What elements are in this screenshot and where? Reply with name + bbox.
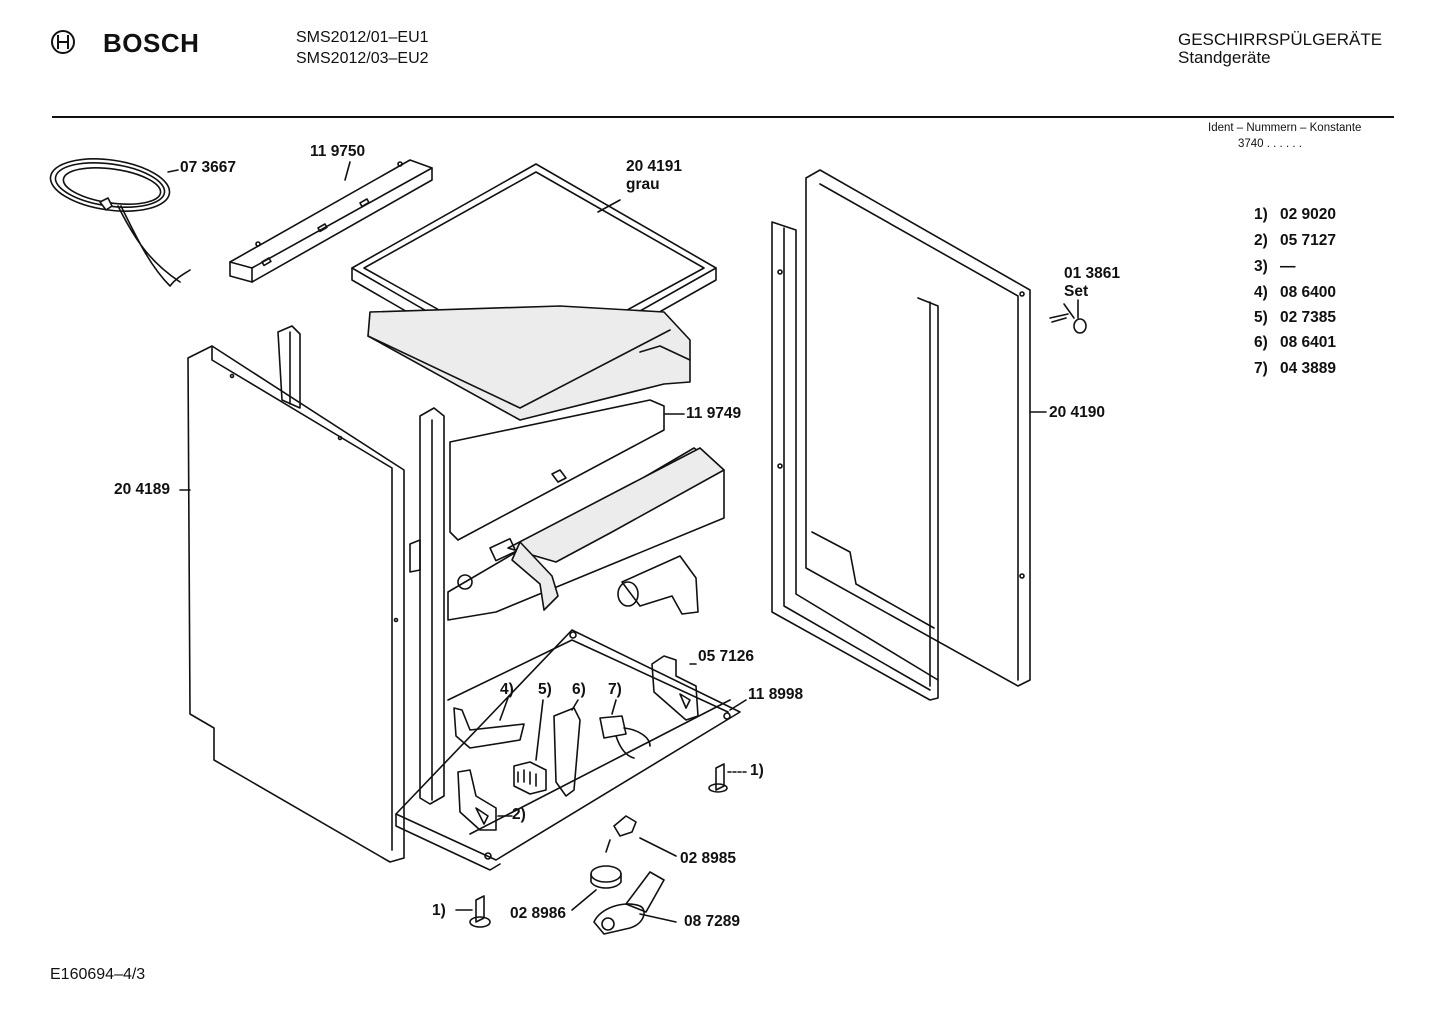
power-cable-icon	[49, 158, 191, 287]
valve-bracket-2-part	[457, 769, 497, 831]
terminal-block-5-part	[513, 761, 547, 795]
ident-title: Ident – Nummern – Konstante	[1208, 122, 1362, 134]
legend-row-1: 1)02 9020	[1254, 206, 1337, 223]
label-top-cover-note: grau	[626, 176, 660, 193]
label-ref1-right: 1)	[750, 762, 764, 779]
cross-bar-foam-part	[447, 447, 725, 621]
model-number-2: SMS2012/03–EU2	[296, 50, 429, 67]
label-ref6: 6)	[572, 681, 586, 698]
lever-part	[605, 815, 637, 853]
label-ref4: 4)	[500, 681, 514, 698]
legend-row-6: 6)08 6401	[1254, 334, 1337, 351]
sensor-bracket-6-part	[553, 707, 581, 797]
front-upright-part	[409, 407, 445, 805]
top-rail-part	[229, 159, 433, 283]
float-assembly-part	[593, 871, 665, 935]
weight-disc-part	[590, 865, 622, 889]
category-title: GESCHIRRSPÜLGERÄTE	[1178, 30, 1383, 49]
rear-bracket-part	[449, 399, 685, 541]
bosch-logo-icon	[50, 29, 76, 55]
base-plate-part	[395, 629, 741, 871]
label-ref7: 7)	[608, 681, 622, 698]
right-door-frame-part	[771, 169, 1031, 701]
legend-row-3: 3)—	[1254, 258, 1296, 275]
label-base: 11 8998	[748, 686, 804, 703]
leveling-foot-left-icon	[469, 895, 491, 928]
label-top-cover: 20 4191	[626, 158, 683, 175]
legend-row-4: 4)08 6400	[1254, 284, 1337, 301]
legend-row-5: 5)02 7385	[1254, 309, 1337, 326]
legend-row-7: 7)04 3889	[1254, 360, 1337, 377]
leveling-foot-right-icon	[708, 763, 728, 793]
brand-name: BOSCH	[103, 28, 200, 58]
label-lever: 02 8985	[680, 850, 737, 867]
left-upright-part	[277, 325, 301, 409]
heater-bracket-4-part	[453, 707, 525, 749]
label-cable: 07 3667	[180, 159, 237, 176]
model-number-1: SMS2012/01–EU1	[296, 29, 429, 46]
screw-set-icon	[1049, 299, 1087, 334]
header-divider	[52, 116, 1394, 118]
label-weight: 02 8986	[510, 905, 567, 922]
label-left-panel: 20 4189	[114, 481, 171, 498]
label-rail: 11 9750	[310, 143, 366, 160]
foam-insulation-part	[367, 305, 691, 421]
drain-fitting-part	[617, 555, 699, 615]
label-set-code: 01 3861	[1064, 265, 1121, 282]
document-id: E160694–4/3	[50, 966, 146, 983]
legend-row-2: 2)05 7127	[1254, 232, 1337, 249]
label-ref5: 5)	[538, 681, 552, 698]
label-set-note: Set	[1064, 283, 1089, 300]
label-float: 08 7289	[684, 913, 741, 930]
mount-bracket-part	[651, 655, 699, 721]
label-rear-bracket: 11 9749	[686, 405, 742, 422]
subcategory-title: Standgeräte	[1178, 48, 1271, 67]
capacitor-7-part	[599, 715, 651, 759]
label-bracket: 05 7126	[698, 648, 755, 665]
label-right-frame: 20 4190	[1049, 404, 1106, 421]
left-side-panel-part	[187, 345, 405, 863]
label-ref2: 2)	[512, 806, 526, 823]
label-ref1-left: 1)	[432, 902, 446, 919]
ident-value: 3740 . . . . . .	[1238, 138, 1302, 150]
